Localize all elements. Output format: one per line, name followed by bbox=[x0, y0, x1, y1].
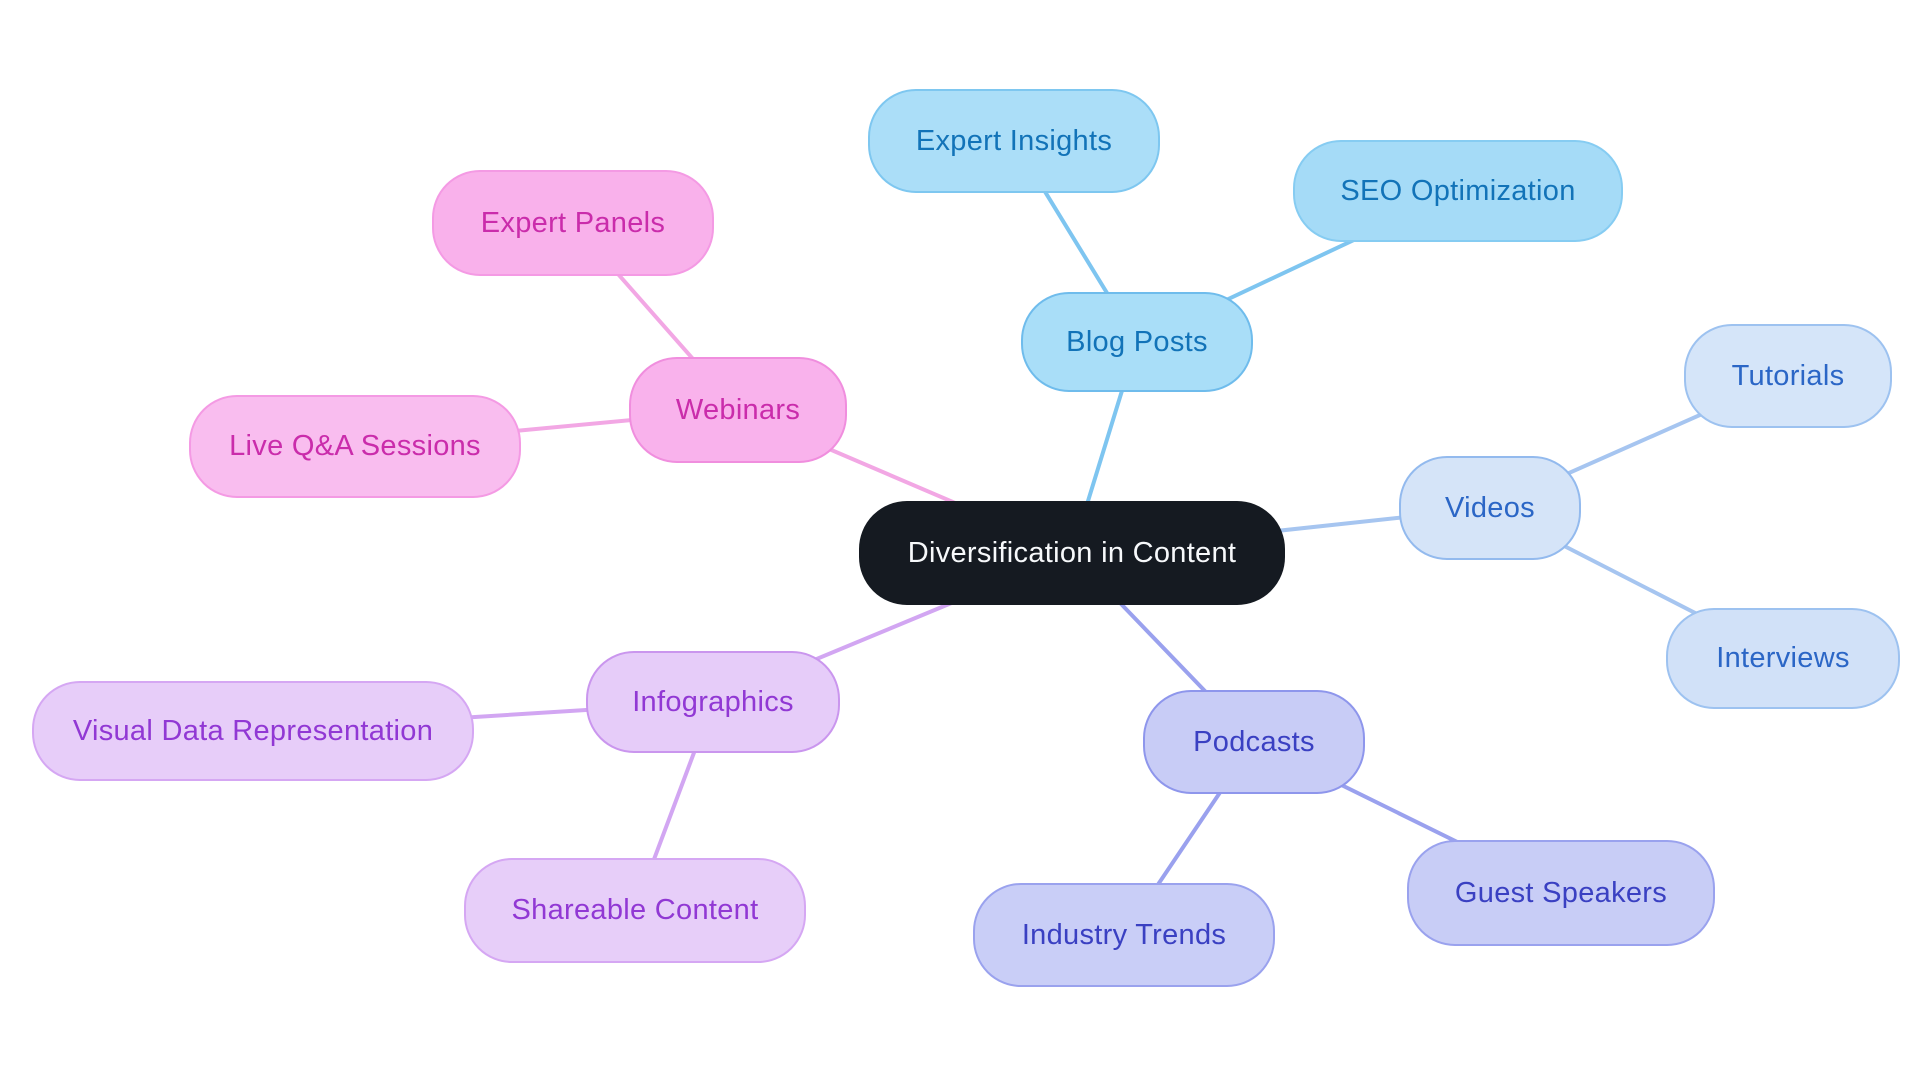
node-label-guest-speakers: Guest Speakers bbox=[1454, 876, 1668, 909]
node-label-blog-posts: Blog Posts bbox=[1066, 325, 1208, 358]
node-seo-optimization[interactable]: SEO Optimization bbox=[1293, 140, 1623, 242]
node-interviews[interactable]: Interviews bbox=[1666, 607, 1900, 709]
node-label-interviews: Interviews bbox=[1716, 641, 1850, 674]
node-label-infographics: Infographics bbox=[632, 685, 794, 718]
node-label-tutorials: Tutorials bbox=[1731, 359, 1845, 392]
node-label-visual-data-representation: Visual Data Representation bbox=[72, 714, 434, 747]
node-label-seo-optimization: SEO Optimization bbox=[1340, 174, 1576, 207]
node-label-videos: Videos bbox=[1445, 491, 1535, 524]
node-label-industry-trends: Industry Trends bbox=[1021, 918, 1227, 951]
node-tutorials[interactable]: Tutorials bbox=[1684, 324, 1892, 428]
node-visual-data-representation[interactable]: Visual Data Representation bbox=[32, 681, 474, 781]
node-webinars[interactable]: Webinars bbox=[629, 357, 847, 463]
node-label-center: Diversification in Content bbox=[907, 536, 1237, 569]
node-center[interactable]: Diversification in Content bbox=[859, 501, 1285, 605]
node-label-expert-insights: Expert Insights bbox=[915, 124, 1113, 157]
node-expert-insights[interactable]: Expert Insights bbox=[868, 89, 1160, 193]
node-podcasts[interactable]: Podcasts bbox=[1143, 690, 1365, 794]
node-industry-trends[interactable]: Industry Trends bbox=[973, 883, 1275, 987]
node-label-shareable-content: Shareable Content bbox=[511, 893, 759, 926]
node-label-live-qa-sessions: Live Q&A Sessions bbox=[229, 429, 481, 462]
node-infographics[interactable]: Infographics bbox=[586, 651, 840, 753]
node-videos[interactable]: Videos bbox=[1399, 456, 1581, 560]
node-label-webinars: Webinars bbox=[675, 393, 801, 426]
node-blog-posts[interactable]: Blog Posts bbox=[1021, 292, 1253, 392]
node-expert-panels[interactable]: Expert Panels bbox=[432, 170, 714, 276]
node-label-expert-panels: Expert Panels bbox=[480, 206, 666, 239]
node-label-podcasts: Podcasts bbox=[1193, 725, 1315, 758]
node-shareable-content[interactable]: Shareable Content bbox=[464, 857, 806, 963]
node-guest-speakers[interactable]: Guest Speakers bbox=[1407, 840, 1715, 946]
node-live-qa-sessions[interactable]: Live Q&A Sessions bbox=[189, 394, 521, 498]
